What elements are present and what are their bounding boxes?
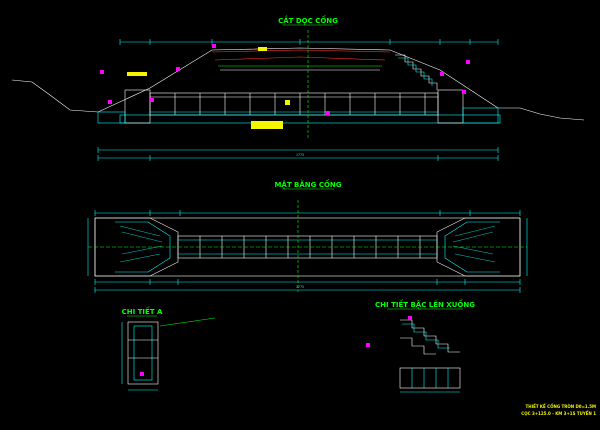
plan-title: MẶT BẰNG CỐNG — [274, 179, 341, 189]
apron-left — [97, 111, 126, 124]
detail-a-title: CHI TIẾT A — [122, 306, 163, 316]
stairs-right — [395, 54, 438, 90]
apron-right — [462, 107, 499, 124]
wingwall-hatching — [119, 225, 496, 263]
detail-steps-title: CHI TIẾT BẬC LÊN XUỐNG — [375, 299, 475, 309]
section-markers — [100, 44, 470, 129]
detail-a — [121, 317, 216, 391]
headwall-left — [124, 89, 151, 124]
plan-bottom-dimensions — [94, 279, 521, 293]
plan-top-dimensions — [94, 210, 521, 216]
terrain-right — [498, 107, 585, 121]
terrain-left — [11, 79, 99, 113]
culvert-segments — [174, 93, 426, 115]
stairs-right-inner — [398, 57, 433, 86]
section-title: CẮT DỌC CỐNG — [278, 15, 338, 25]
title-block-line1: THIẾT KẾ CỐNG TRÒN D0=1.5M — [526, 403, 596, 409]
section-overall-dimension: 1775 — [296, 153, 304, 157]
title-block-line2: CỌC 3+125.0 - KM 3+1S TUYẾN 1 — [521, 410, 596, 416]
road-surface-red-2 — [214, 56, 386, 61]
longitudinal-section — [11, 30, 585, 161]
culvert-foundation — [119, 114, 501, 124]
section-top-dimensions — [119, 39, 499, 45]
headwall-right — [437, 89, 464, 124]
wingwall-right — [436, 217, 521, 277]
road-surface-red — [211, 49, 391, 53]
wingwall-left — [94, 217, 179, 277]
plan-overall-dimension: 1775 — [296, 285, 304, 289]
plan-view — [87, 200, 528, 293]
section-bottom-dimensions — [97, 147, 499, 161]
road-embankment — [97, 47, 499, 113]
detail-steps — [366, 316, 461, 393]
